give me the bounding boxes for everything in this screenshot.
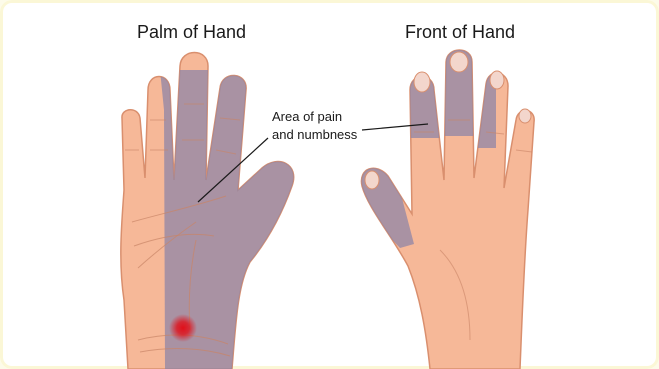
front-title: Front of Hand: [405, 22, 515, 43]
callout-line-1: Area of pain: [272, 108, 357, 126]
front-hand: [355, 40, 534, 369]
pain-spot: [169, 314, 197, 342]
palm-hand: [121, 53, 300, 369]
palm-title: Palm of Hand: [137, 22, 246, 43]
pain-area-callout: Area of pain and numbness: [272, 108, 357, 144]
callout-line-2: and numbness: [272, 126, 357, 144]
